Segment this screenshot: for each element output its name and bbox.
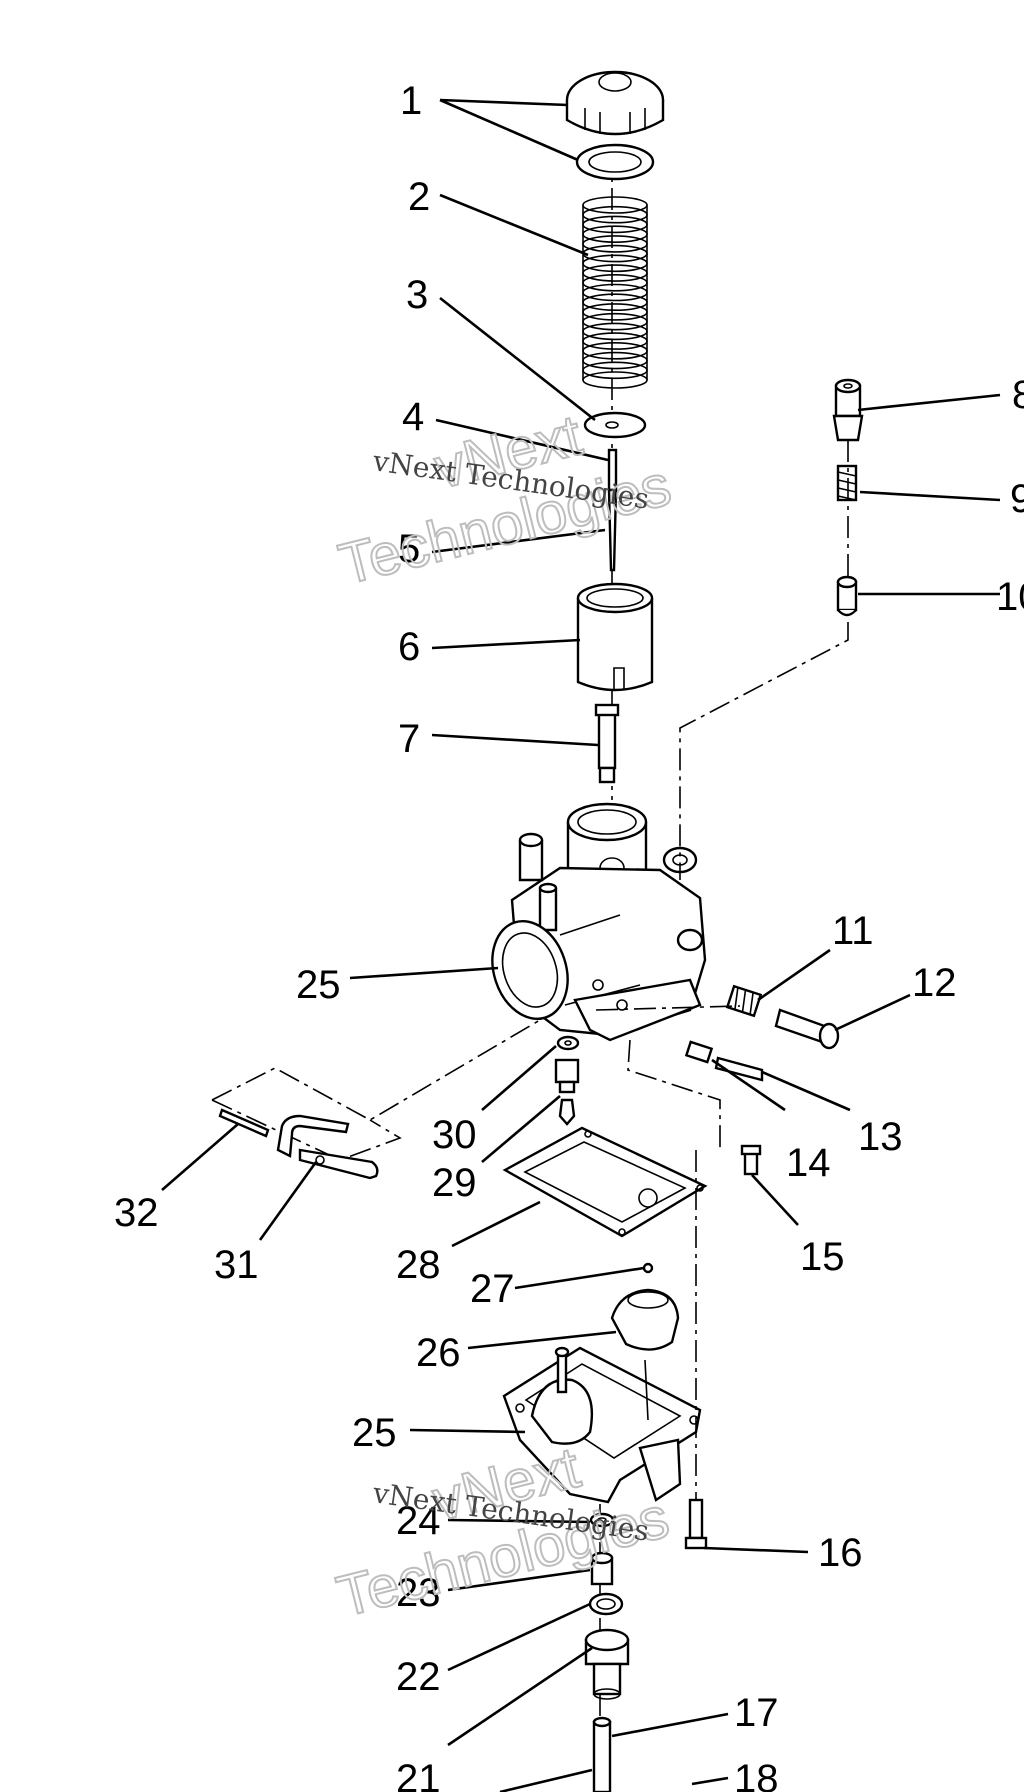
part-bowl-screw <box>684 1498 708 1550</box>
callout-25-bowl: 25 <box>352 1411 397 1455</box>
spring-coil <box>582 322 648 341</box>
part-starter-valve <box>836 575 858 617</box>
callout-7: 7 <box>398 717 420 761</box>
part-throttle-slide <box>576 582 654 692</box>
callout-21: 21 <box>396 1757 441 1792</box>
drain-path <box>627 1039 721 1150</box>
spring-coil <box>582 312 648 331</box>
part-clip-plate <box>583 411 647 439</box>
leader-lines <box>161 98 1001 1792</box>
callout-18: 18 <box>734 1757 779 1792</box>
callout-1: 1 <box>400 79 422 123</box>
callout-9: 9 <box>1010 477 1024 521</box>
part-o-ring <box>588 1592 624 1616</box>
spring-coil <box>582 293 648 312</box>
callout-28: 28 <box>396 1243 441 1287</box>
part-drain-screw <box>740 1144 762 1176</box>
callout-16: 16 <box>818 1531 863 1575</box>
callout-26: 26 <box>416 1331 461 1375</box>
callout-17: 17 <box>734 1691 779 1735</box>
part-jet-holder <box>589 1512 615 1528</box>
callout-15: 15 <box>800 1235 845 1279</box>
callout-13: 13 <box>858 1115 903 1159</box>
part-float-pin <box>642 1262 654 1274</box>
part-main-jet <box>554 1058 580 1126</box>
part-starter-plunger <box>832 378 864 442</box>
spring-coil <box>582 332 648 350</box>
callout-32: 32 <box>114 1191 159 1235</box>
part-vent-tube <box>218 1108 270 1138</box>
callout-22: 22 <box>396 1655 441 1699</box>
spring-coil <box>582 215 648 234</box>
part-float-bowl-gasket <box>502 1126 708 1238</box>
callout-29: 29 <box>432 1161 477 1205</box>
callout-4: 4 <box>402 395 424 439</box>
part-carburetor-body <box>491 802 707 1042</box>
part-needle-jet <box>594 703 620 784</box>
spring-coil <box>582 244 648 263</box>
spring-coil <box>582 361 648 380</box>
part-spring <box>582 196 648 389</box>
callout-27: 27 <box>470 1267 515 1311</box>
callout-30: 30 <box>432 1113 477 1157</box>
part-float-bowl <box>502 1346 702 1504</box>
part-starter-spring <box>836 464 858 502</box>
spring-coil <box>582 273 648 292</box>
part-cap <box>565 70 665 136</box>
spring-coil <box>582 205 648 224</box>
part-float <box>610 1288 680 1351</box>
callout-23: 23 <box>396 1571 441 1615</box>
spring-coil <box>582 342 648 360</box>
callout-14: 14 <box>786 1141 831 1185</box>
part-drain-plug <box>584 1628 630 1700</box>
callout-25-body: 25 <box>296 963 341 1007</box>
spring-coil <box>582 283 648 302</box>
callout-11: 11 <box>832 909 874 953</box>
part-idle-screw <box>774 1008 840 1050</box>
callout-numbers: 1 2 3 4 5 6 7 8 9 10 11 12 13 14 15 16 1… <box>114 79 1024 1792</box>
callout-24: 24 <box>396 1499 441 1543</box>
callout-6: 6 <box>398 625 420 669</box>
callout-3: 3 <box>406 273 428 317</box>
part-idle-spring <box>725 984 763 1018</box>
spring-coil <box>582 225 648 243</box>
callout-10: 10 <box>996 575 1024 619</box>
callout-2: 2 <box>408 175 430 219</box>
vent-line-b <box>211 1099 402 1161</box>
callout-5: 5 <box>398 527 420 571</box>
spring-coil <box>582 371 648 389</box>
spring-coil <box>582 351 648 370</box>
callout-31: 31 <box>214 1243 259 1287</box>
screw-axis <box>595 1005 741 1011</box>
spring-coil <box>582 196 648 214</box>
part-needle <box>607 448 618 572</box>
starter-path <box>679 622 849 880</box>
part-main-jet-washer <box>556 1035 580 1051</box>
spring-coil <box>582 235 648 253</box>
callout-12: 12 <box>912 961 957 1005</box>
vent-line-a <box>211 1019 541 1121</box>
callout-8: 8 <box>1012 373 1024 417</box>
spring-coil <box>582 254 648 273</box>
part-vent-bracket <box>276 1114 379 1180</box>
spring-coil <box>582 303 648 321</box>
part-pilot-jet <box>590 1551 614 1586</box>
part-pilot-spring <box>684 1040 714 1064</box>
spring-coil <box>582 264 648 282</box>
part-emulsion-tube <box>592 1716 612 1792</box>
part-gasket-ring <box>575 143 655 181</box>
